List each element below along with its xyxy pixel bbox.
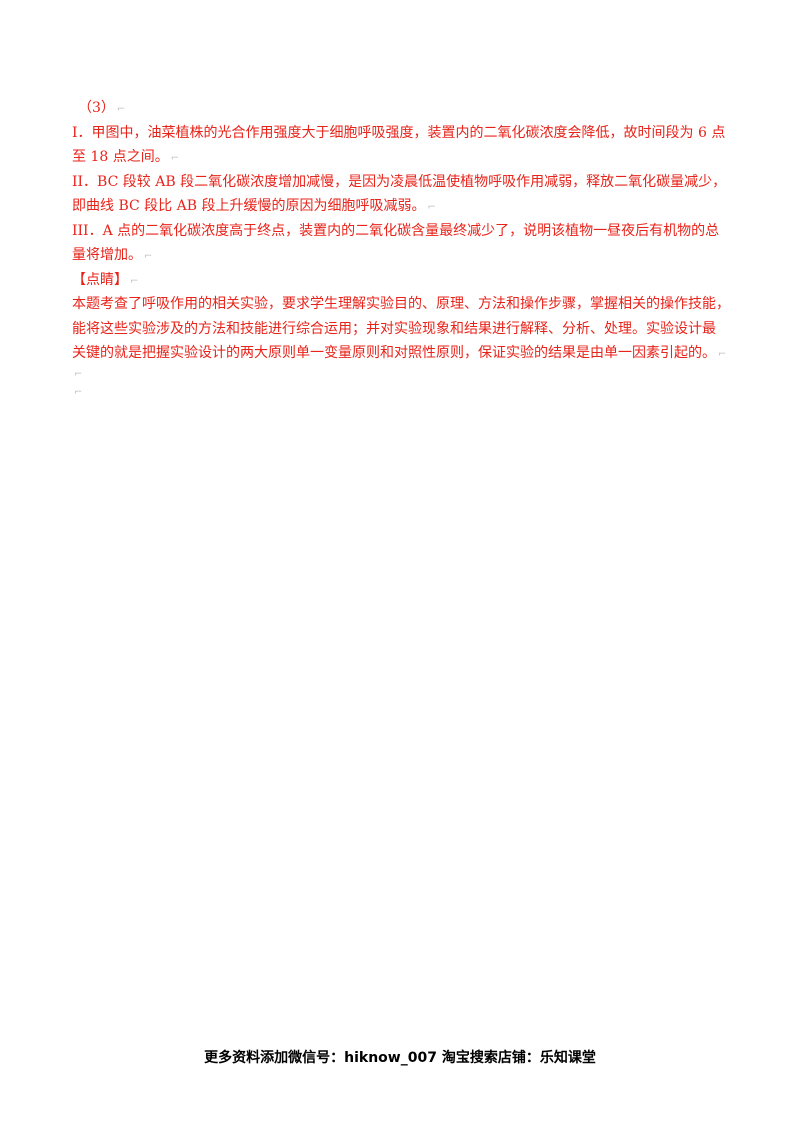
section-heading: 【点睛】⌐ [72,271,139,288]
empty-paragraph: ⌐ [74,366,734,384]
paragraph-mark-icon: ⌐ [74,368,83,380]
question-number: （3）⌐ [78,100,126,116]
comment-line-1: 本题考查了呼吸作用的相关实验，要求学生理解实验目的、原理、方法和操作步骤，掌握相… [72,296,730,312]
analysis-line-6: 量将增加。⌐ [72,247,153,263]
comment-line-2: 能将这些实验涉及的方法和技能进行综合运用；并对实验现象和结果进行解释、分析、处理… [72,320,716,337]
answer-analysis: （3）⌐ I．甲图中，油菜植株的光合作用强度大于细胞呼吸强度，装置内的二氧化碳浓… [72,96,734,402]
comment-line-3: 关键的就是把握实验设计的两大原则单一变量原则和对照性原则，保证实验的结果是由单一… [72,345,727,361]
analysis-line-4: 即曲线 BC 段比 AB 段上升缓慢的原因为细胞呼吸减弱。⌐ [72,198,436,214]
analysis-line-5: III．A 点的二氧化碳浓度高于终点，装置内的二氧化碳含量最终减少了，说明该植物… [72,222,720,239]
analysis-line-1: I．甲图中，油菜植株的光合作用强度大于细胞呼吸强度，装置内的二氧化碳浓度会降低，… [72,124,726,141]
paragraph-mark-icon: ⌐ [144,251,153,262]
analysis-line-3: II．BC 段较 AB 段二氧化碳浓度增加减慢，是因为凌晨低温使植物呼吸作用减弱… [72,173,727,190]
paragraph-mark-icon: ⌐ [130,275,139,287]
analysis-line-2: 至 18 点之间。⌐ [72,149,180,165]
paragraph-mark-icon: ⌐ [116,104,126,115]
paragraph-mark-icon: ⌐ [718,349,727,360]
paragraph-mark-icon: ⌐ [74,386,83,398]
paragraph-mark-icon: ⌐ [170,153,180,164]
footer-note: 更多资料添加微信号：hiknow_007 淘宝搜索店铺：乐知课堂 [204,1050,596,1066]
empty-paragraph: ⌐ [74,384,734,402]
paragraph-mark-icon: ⌐ [427,202,436,213]
